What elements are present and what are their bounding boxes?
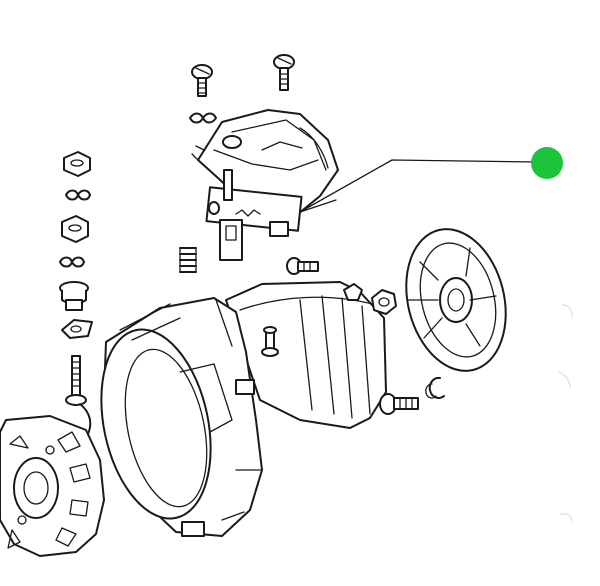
insulating-washer [61, 319, 93, 339]
small-bolt-top [286, 257, 319, 275]
hex-nut-3 [371, 289, 397, 315]
top-screw-left [191, 64, 213, 97]
brush-holder-assembly [191, 109, 339, 221]
regulator [205, 169, 337, 261]
edge-artifacts [557, 304, 573, 522]
mounting-bolt [379, 393, 419, 415]
rectifier-plate [0, 415, 105, 557]
top-screw-right [273, 54, 295, 91]
brush-spring [179, 247, 197, 273]
hex-nut-1 [63, 151, 91, 177]
snap-ring [425, 376, 445, 399]
end-shield [405, 228, 507, 372]
hex-nut-2 [61, 215, 89, 243]
alternator-housing [100, 281, 387, 537]
insulating-bushing [59, 281, 89, 311]
spring-washer-top [189, 112, 217, 124]
spring-washer-1 [65, 189, 91, 201]
spring-washer-2 [59, 256, 85, 268]
callout-marker[interactable] [531, 147, 563, 179]
callout-leader [299, 159, 539, 213]
